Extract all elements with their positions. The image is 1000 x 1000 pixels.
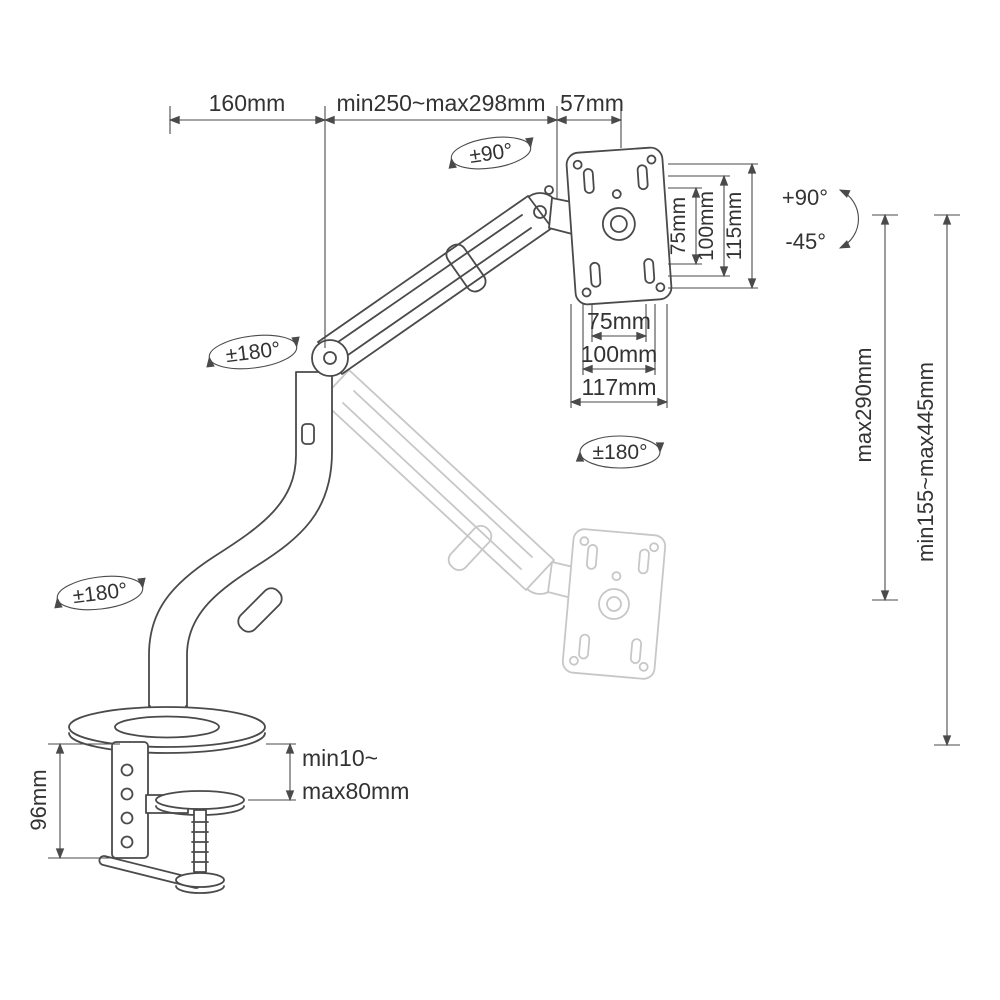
dim-label-clamp-min: min10~ [302, 745, 378, 771]
ghost-cable-clip [447, 524, 493, 572]
rotation-label-180-elbow: ±180° [224, 338, 281, 368]
dim-label-57mm: 57mm [560, 90, 624, 116]
tilt-indicator: +90° -45° [782, 185, 860, 254]
clamp-pad [155, 790, 245, 810]
rotation-label-180-vesa: ±180° [593, 441, 648, 464]
vesa-slot [636, 164, 649, 191]
rotation-indicator-elbow: ±180° [206, 334, 300, 370]
tilt-label-down: -45° [785, 229, 826, 254]
arm-cable-clip [445, 243, 487, 293]
dim-label-vesa-v100: 100mm [695, 191, 718, 261]
arm-assembly [68, 146, 673, 894]
dim-label-160mm: 160mm [209, 90, 286, 116]
dim-vesa-vertical: 75mm 100mm 115mm [667, 162, 758, 290]
clamp-screw-knob [175, 872, 225, 888]
rotation-label-90: ±90° [468, 139, 514, 168]
dim-label-vesa-h75: 75mm [587, 308, 651, 334]
gas-spring-arm [311, 185, 597, 377]
vesa-plate [565, 146, 673, 306]
elbow-joint [311, 339, 349, 377]
rotation-indicator-base: ±180° [54, 575, 146, 611]
tilt-label-up: +90° [782, 185, 828, 210]
ghost-vesa-plate [561, 528, 667, 680]
base-plate [68, 706, 266, 748]
clamp-bracket [111, 741, 149, 859]
ghost-arm-link [320, 369, 555, 591]
dim-label-min155-max445: min155~max445mm [913, 362, 938, 562]
pole-cable-clip [237, 587, 283, 633]
dim-label-clamp-max: max80mm [302, 778, 409, 804]
rotation-label-180-base: ±180° [71, 579, 128, 609]
dim-vesa-horizontal: 75mm 100mm 117mm [569, 304, 669, 408]
riser-pole [148, 371, 333, 731]
dimensions: 160mm min250~max298mm 57mm ±90° 75mm 100… [26, 90, 960, 860]
dim-height-ranges: max290mm min155~max445mm [851, 213, 960, 747]
dim-label-vesa-v115: 115mm [723, 192, 746, 260]
desk-clamp [68, 706, 266, 894]
vesa-slot [582, 168, 595, 194]
vesa-slot [589, 261, 602, 288]
vesa-slot [643, 258, 656, 284]
dim-label-vesa-h100: 100mm [581, 341, 658, 367]
arm-link [317, 195, 553, 375]
vesa-center-hub [601, 207, 636, 241]
dim-top-chain: 160mm min250~max298mm 57mm [168, 90, 624, 348]
dim-clamp: 96mm min10~ max80mm [26, 742, 409, 860]
clamp-screw-shaft [193, 809, 207, 873]
dim-label-max290: max290mm [851, 348, 876, 463]
dim-label-96mm: 96mm [26, 769, 51, 830]
dim-label-min250-max298: min250~max298mm [336, 90, 545, 116]
ghost-arm-position [315, 365, 667, 680]
pole-detail-notch [301, 423, 315, 445]
rotation-indicator-head: ±90° [448, 136, 534, 170]
rotation-indicator-vesa: ±180° [575, 435, 665, 469]
dim-label-vesa-v75: 75mm [667, 197, 690, 255]
dim-label-vesa-h117: 117mm [582, 374, 657, 400]
